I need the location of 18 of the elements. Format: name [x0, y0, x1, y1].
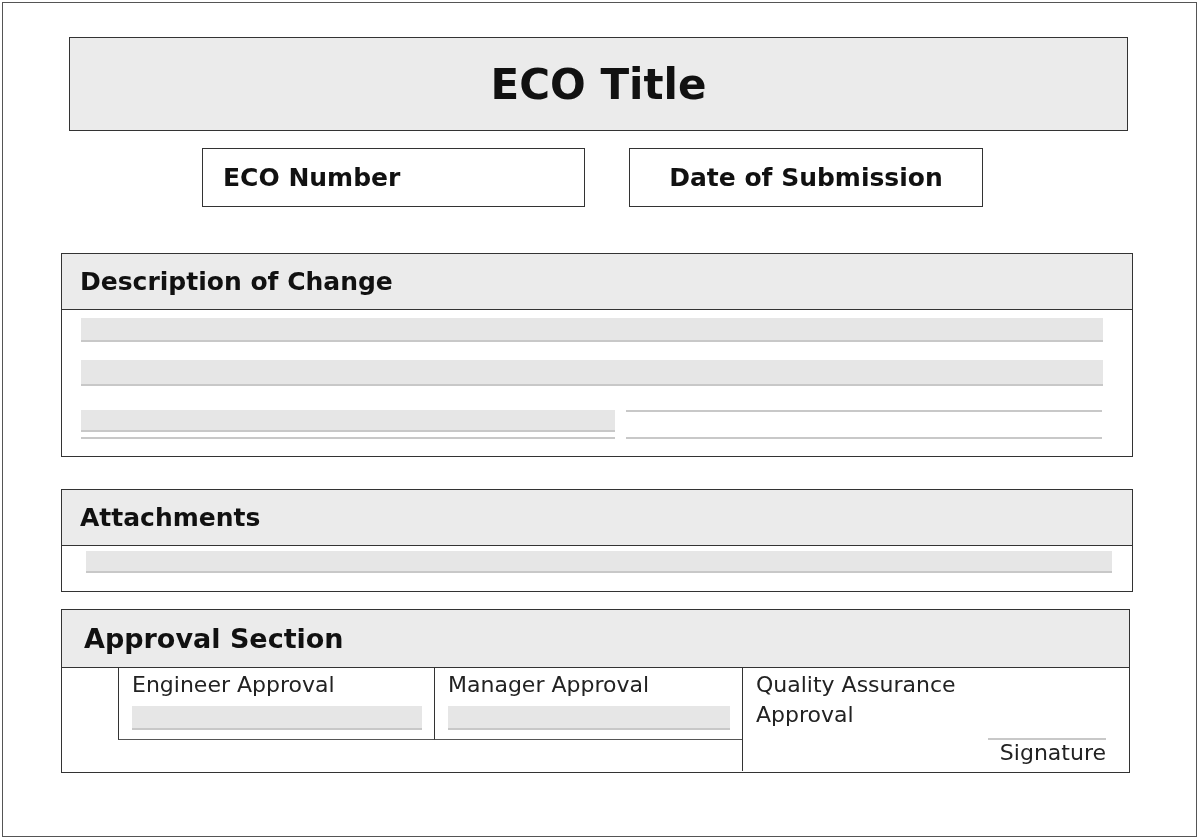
form-section: [61, 489, 1133, 592]
section-header: Description of Change: [62, 254, 1132, 310]
signature-line: Signature: [987, 738, 1106, 765]
field-label: ECO Number: [223, 162, 401, 194]
header-field: [629, 148, 983, 207]
form-section: [61, 609, 1130, 773]
form-title: ECO Title: [489, 58, 708, 111]
approval-label: Quality Assurance Approval: [756, 671, 957, 729]
section-header: Attachments: [62, 490, 1132, 546]
header-field: [202, 148, 585, 207]
title-box: [69, 37, 1128, 131]
approval-cell: [434, 668, 742, 740]
section-header: Approval Section: [62, 610, 1129, 668]
approval-label: Engineer Approval: [132, 671, 336, 699]
form-section: [61, 253, 1133, 457]
field-label: Date of Submission: [668, 162, 944, 194]
approval-cell: [118, 668, 434, 740]
approval-label: Manager Approval: [448, 671, 651, 699]
